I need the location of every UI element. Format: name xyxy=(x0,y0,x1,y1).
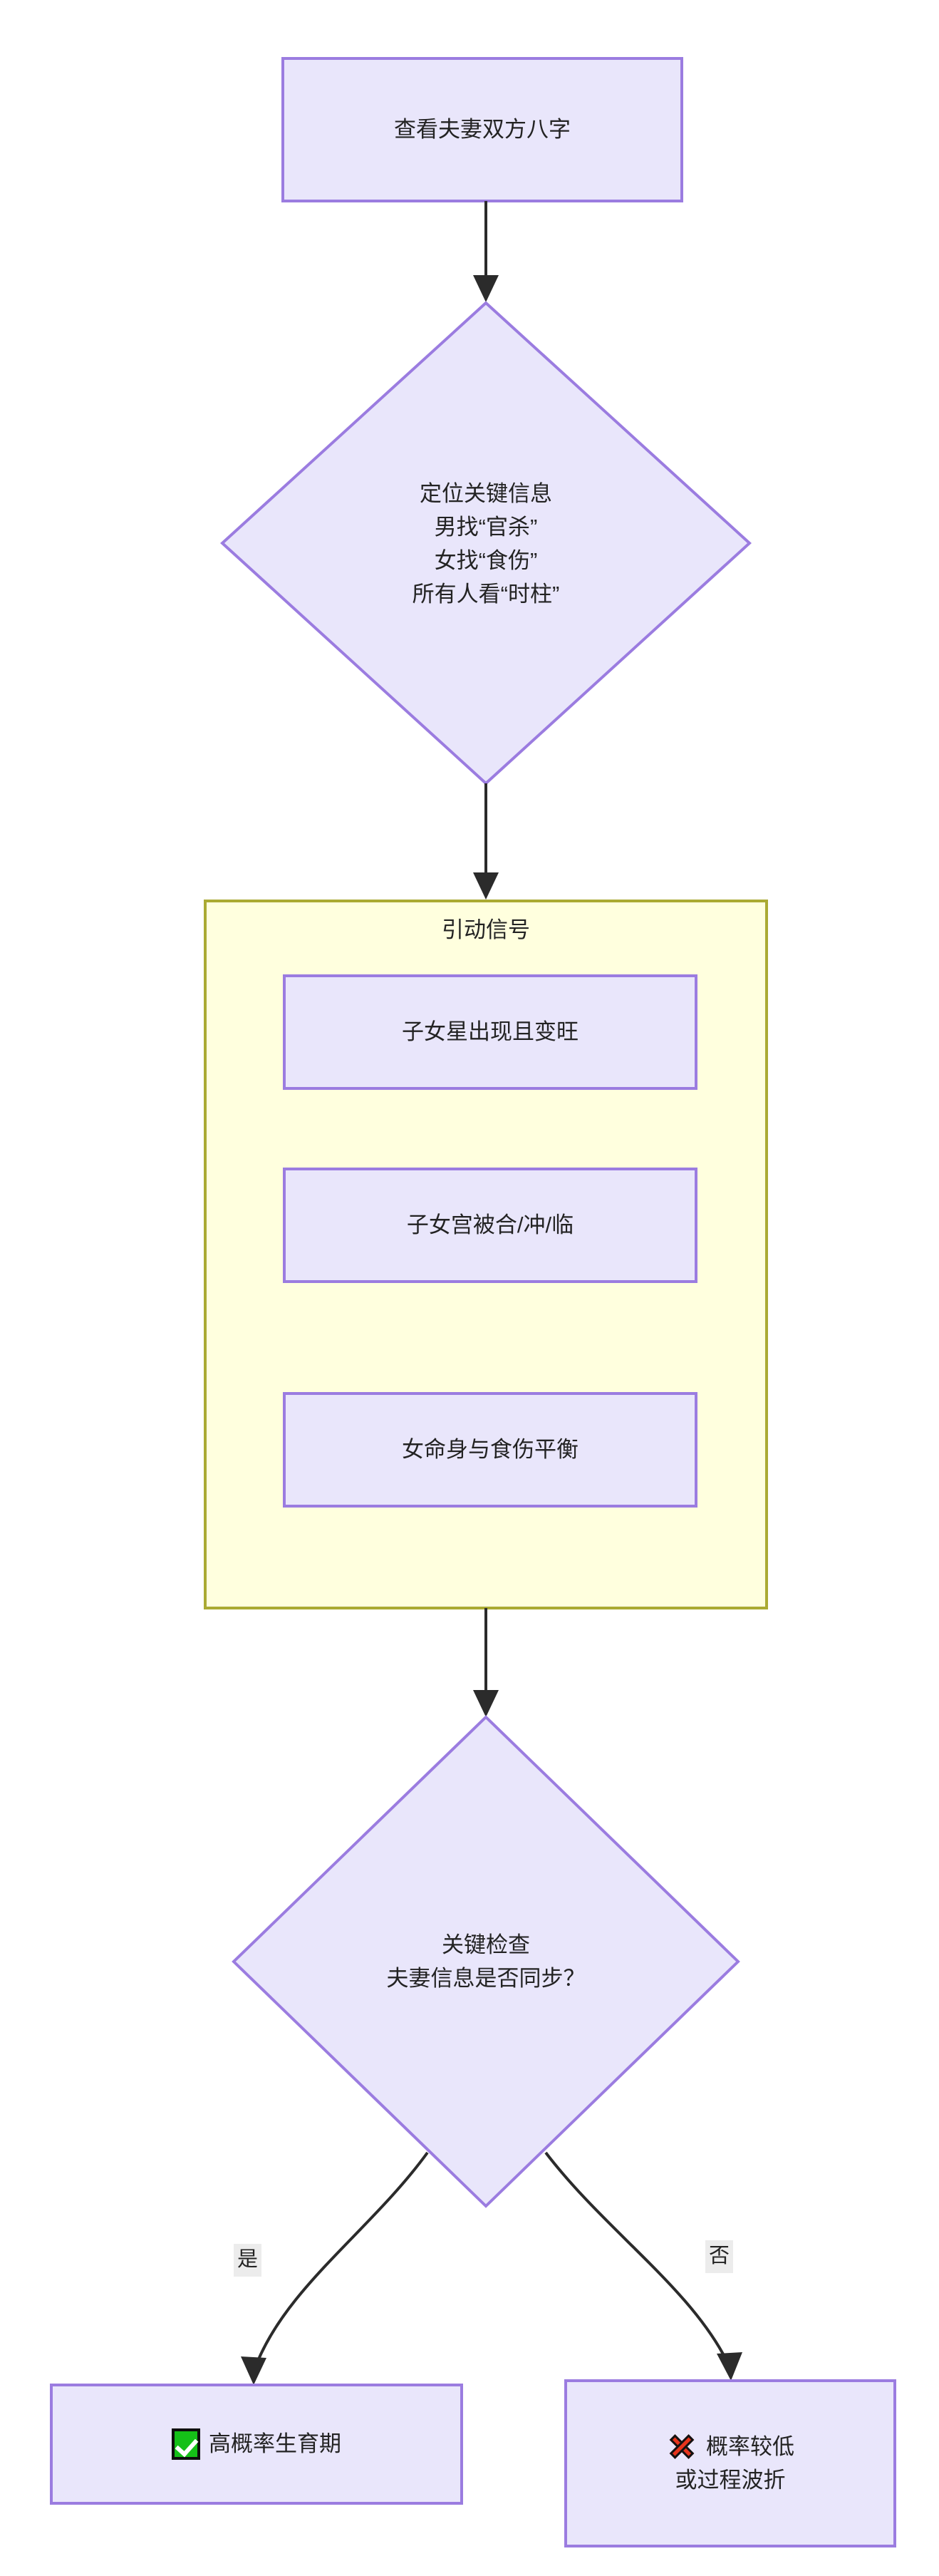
node-start[interactable] xyxy=(281,57,683,202)
node-result-no[interactable] xyxy=(564,2379,896,2547)
node-signal-balance[interactable] xyxy=(283,1392,697,1508)
edge-check-to-no-arrowhead xyxy=(717,2352,742,2381)
edge-check-to-yes xyxy=(254,2151,429,2369)
edge-locate-to-signals-arrowhead xyxy=(473,872,499,900)
edge-label-no: 否 xyxy=(705,2240,734,2274)
edge-check-to-no xyxy=(544,2151,730,2364)
edge-check-to-yes-arrowhead xyxy=(241,2356,266,2385)
edge-label-yes: 是 xyxy=(234,2244,262,2277)
node-key-check[interactable] xyxy=(232,1715,740,2208)
node-signal-child-star[interactable] xyxy=(283,974,697,1090)
node-signal-child-palace[interactable] xyxy=(283,1168,697,1283)
subgraph-signals-title: 引动信号 xyxy=(442,917,530,942)
node-result-yes[interactable] xyxy=(50,2384,463,2505)
node-locate-key-info[interactable] xyxy=(220,301,752,785)
edge-start-to-locate-arrowhead xyxy=(473,275,499,302)
edge-signals-to-check-arrowhead xyxy=(473,1690,499,1717)
